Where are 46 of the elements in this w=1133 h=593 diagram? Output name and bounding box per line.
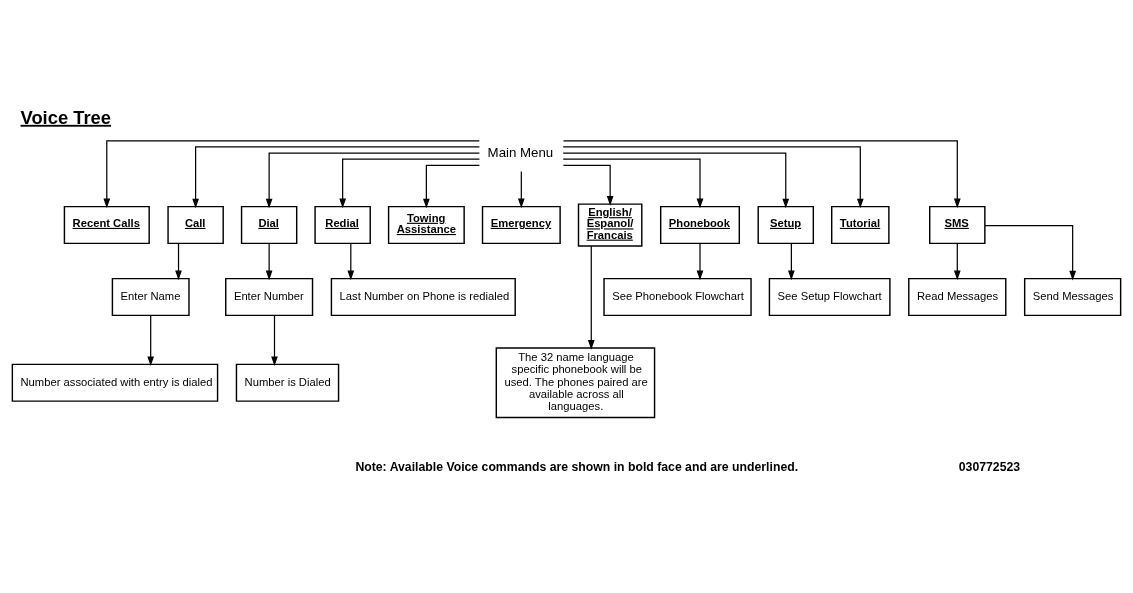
- node-box: Last Number on Phone is redialed: [330, 277, 516, 317]
- node-box: Enter Name: [111, 277, 190, 317]
- arrow: [347, 242, 355, 281]
- label: Note: Available Voice commands are shown in bold face and are underlined.: [355, 459, 799, 474]
- arrow: [562, 152, 790, 209]
- arrow: [696, 242, 704, 281]
- node-box: Call: [167, 205, 224, 245]
- node-box: Send Messages: [1023, 277, 1122, 317]
- arrow: [984, 224, 1077, 281]
- arrow: [147, 315, 155, 367]
- label: 030772523: [958, 459, 1021, 474]
- arrow: [265, 152, 480, 209]
- node-box: Dial: [240, 205, 298, 245]
- node-box: Number associated with entry is dialed: [11, 363, 219, 402]
- node-box: Phonebook: [659, 205, 740, 245]
- node-box: Number is Dialed: [235, 363, 340, 402]
- arrow: [953, 242, 961, 281]
- node-text: Main Menu: [487, 144, 554, 160]
- arrow: [587, 245, 595, 350]
- diagram-title: Voice Tree: [20, 106, 112, 128]
- arrow: [788, 242, 795, 281]
- arrow: [192, 146, 481, 209]
- arrow: [339, 158, 481, 209]
- arrow: [103, 140, 480, 209]
- arrow: [562, 146, 864, 209]
- node-box: Towing Assistance: [387, 205, 465, 245]
- arrow: [271, 315, 278, 367]
- node-box: See Phonebook Flowchart: [603, 277, 752, 317]
- arrow: [562, 140, 961, 209]
- node-box: Setup: [757, 205, 815, 245]
- node-box: SMS: [929, 205, 986, 245]
- arrow: [265, 242, 273, 281]
- node-box: Redial: [314, 205, 371, 245]
- arrow: [175, 242, 182, 281]
- arrow: [517, 170, 525, 209]
- node-box: English/ Espanol/ Francais: [577, 203, 643, 247]
- arrow: [562, 164, 614, 206]
- node-box: See Setup Flowchart: [768, 277, 891, 317]
- node-box: The 32 name language specific phonebook will be used. The phones paired are available across all languages.: [495, 347, 656, 419]
- arrow: [423, 164, 480, 209]
- arrow: [562, 158, 704, 209]
- node-box: Recent Calls: [63, 205, 150, 245]
- node-box: Tutorial: [831, 205, 890, 245]
- node-box: Enter Number: [225, 277, 314, 317]
- node-box: Emergency: [481, 205, 561, 245]
- node-box: Read Messages: [908, 277, 1007, 317]
